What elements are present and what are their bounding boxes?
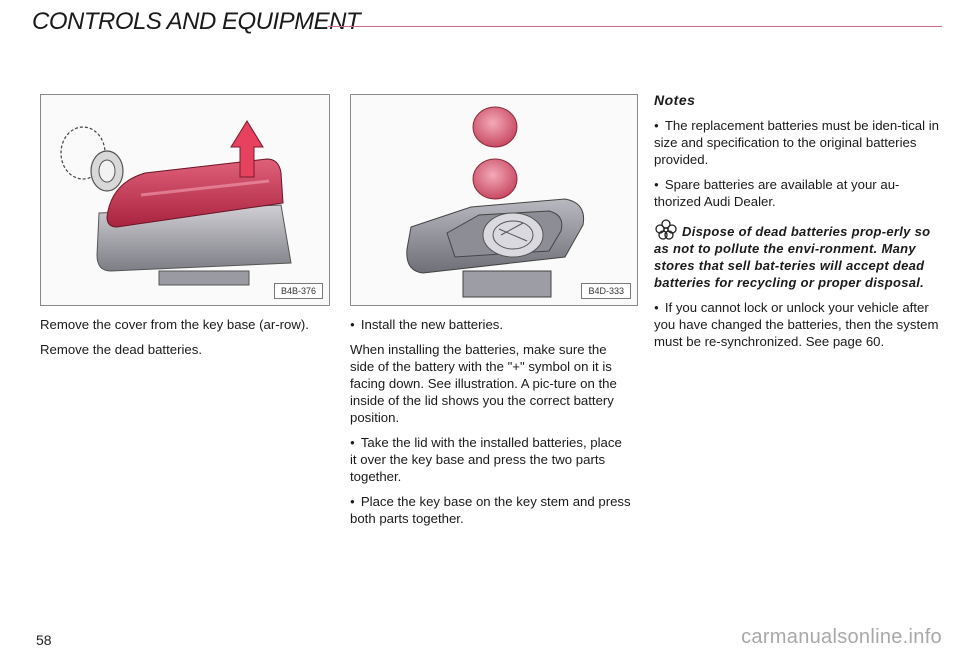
- column-2-text: Install the new batteries. When installi…: [350, 316, 632, 535]
- figure-id-label: B4B-376: [273, 283, 323, 299]
- eco-note-text: Dispose of dead batteries prop-erly so a…: [654, 224, 931, 290]
- bullet-text: Install the new batteries.: [360, 317, 504, 332]
- figure-id-label: B4D-333: [581, 283, 631, 299]
- notes-title: Notes: [654, 92, 696, 108]
- bullet-text: Place the key base on the key stem and p…: [350, 494, 631, 526]
- key-cover-illustration: [60, 120, 292, 286]
- eco-disposal-note: Dispose of dead batteries prop-erly so a…: [654, 218, 940, 291]
- paragraph-remove-cover: Remove the cover from the key base (ar-r…: [40, 317, 309, 332]
- page-number: 58: [36, 632, 52, 648]
- note-resynchronize: If you cannot lock or unlock your vehicl…: [654, 299, 940, 350]
- watermark: carmanualsonline.info: [741, 626, 942, 648]
- paragraph-remove-batteries: Remove the dead batteries.: [40, 342, 203, 357]
- section-title: CONTROLS AND EQUIPMENT: [32, 8, 361, 35]
- bullet-place-lid: Take the lid with the installed batterie…: [350, 434, 632, 485]
- page-header: CONTROLS AND EQUIPMENT: [32, 8, 942, 42]
- eco-flower-icon: [655, 219, 677, 240]
- notes-column: Notes The replacement batteries must be …: [654, 92, 940, 358]
- header-rule: [328, 26, 942, 27]
- note-replacement-batteries: The replacement batteries must be iden-t…: [654, 117, 940, 168]
- figure-battery-install: B4D-333: [350, 94, 638, 306]
- bullet-text: Take the lid with the installed batterie…: [350, 435, 622, 484]
- bullet-place-key-base: Place the key base on the key stem and p…: [350, 493, 632, 527]
- note-spare-batteries: Spare batteries are available at your au…: [654, 176, 940, 210]
- battery-illustration: [406, 106, 585, 298]
- bullet-text: If you cannot lock or unlock your vehicl…: [654, 300, 939, 349]
- figure-key-cover-removal: B4B-376: [40, 94, 330, 306]
- bullet-text: Spare batteries are available at your au…: [654, 177, 900, 209]
- column-1-text: Remove the cover from the key base (ar-r…: [40, 316, 330, 366]
- bullet-install-batteries: Install the new batteries.: [350, 316, 632, 333]
- bullet-text: The replacement batteries must be iden-t…: [654, 118, 939, 167]
- paragraph-battery-orientation: When installing the batteries, make sure…: [350, 342, 617, 425]
